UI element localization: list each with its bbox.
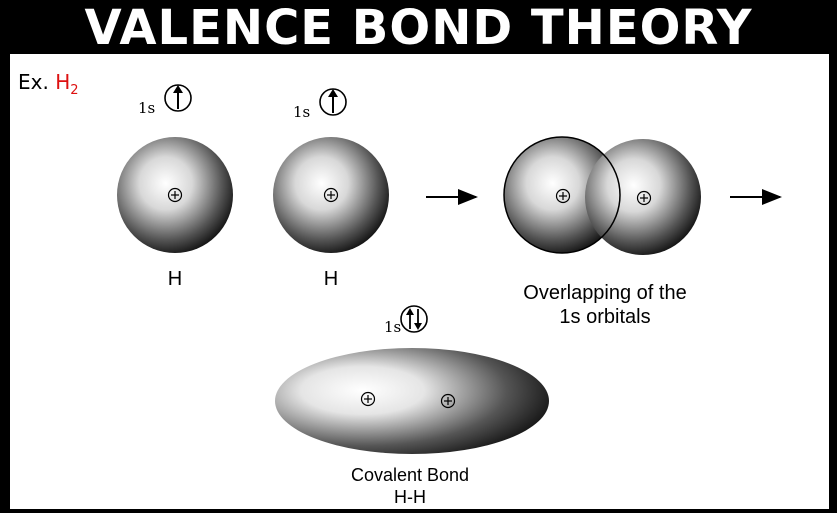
atom2-label: H [323, 268, 339, 290]
bond-orbital-label: 1s [384, 318, 402, 336]
overlap-nucleus-left-icon [555, 188, 571, 204]
atom2-spin-up-icon [319, 88, 347, 116]
bond-nucleus-right-icon [440, 393, 456, 409]
bond-caption-line2: H-H [394, 487, 426, 507]
atom2-nucleus-icon [323, 187, 339, 203]
formula-subscript: 2 [70, 83, 79, 98]
formula: H2 [55, 70, 78, 98]
bond-caption-line1: Covalent Bond [350, 465, 470, 485]
atom1-nucleus-icon [167, 187, 183, 203]
bond-spin-pair-icon [400, 305, 428, 333]
page-title: VALENCE BOND THEORY [84, 0, 753, 56]
atom1-orbital-label: 1s [138, 99, 156, 117]
overlap-caption-line1: Overlapping of the [523, 282, 687, 304]
example-prefix: Ex. [18, 70, 49, 94]
example-label: Ex. H2 [18, 70, 79, 98]
overlap-outline-left [503, 136, 621, 254]
overlap-caption-line2: 1s orbitals [559, 306, 651, 328]
atom1-spin-up-icon [164, 84, 192, 112]
overlap-nucleus-right-icon [636, 190, 652, 206]
overlap-sphere-left [504, 137, 620, 253]
atom2-orbital-label: 1s [293, 103, 311, 121]
atom1-label: H [167, 268, 183, 290]
bond-ellipse [275, 348, 549, 454]
formula-main: H [55, 70, 71, 94]
bond-nucleus-left-icon [360, 391, 376, 407]
